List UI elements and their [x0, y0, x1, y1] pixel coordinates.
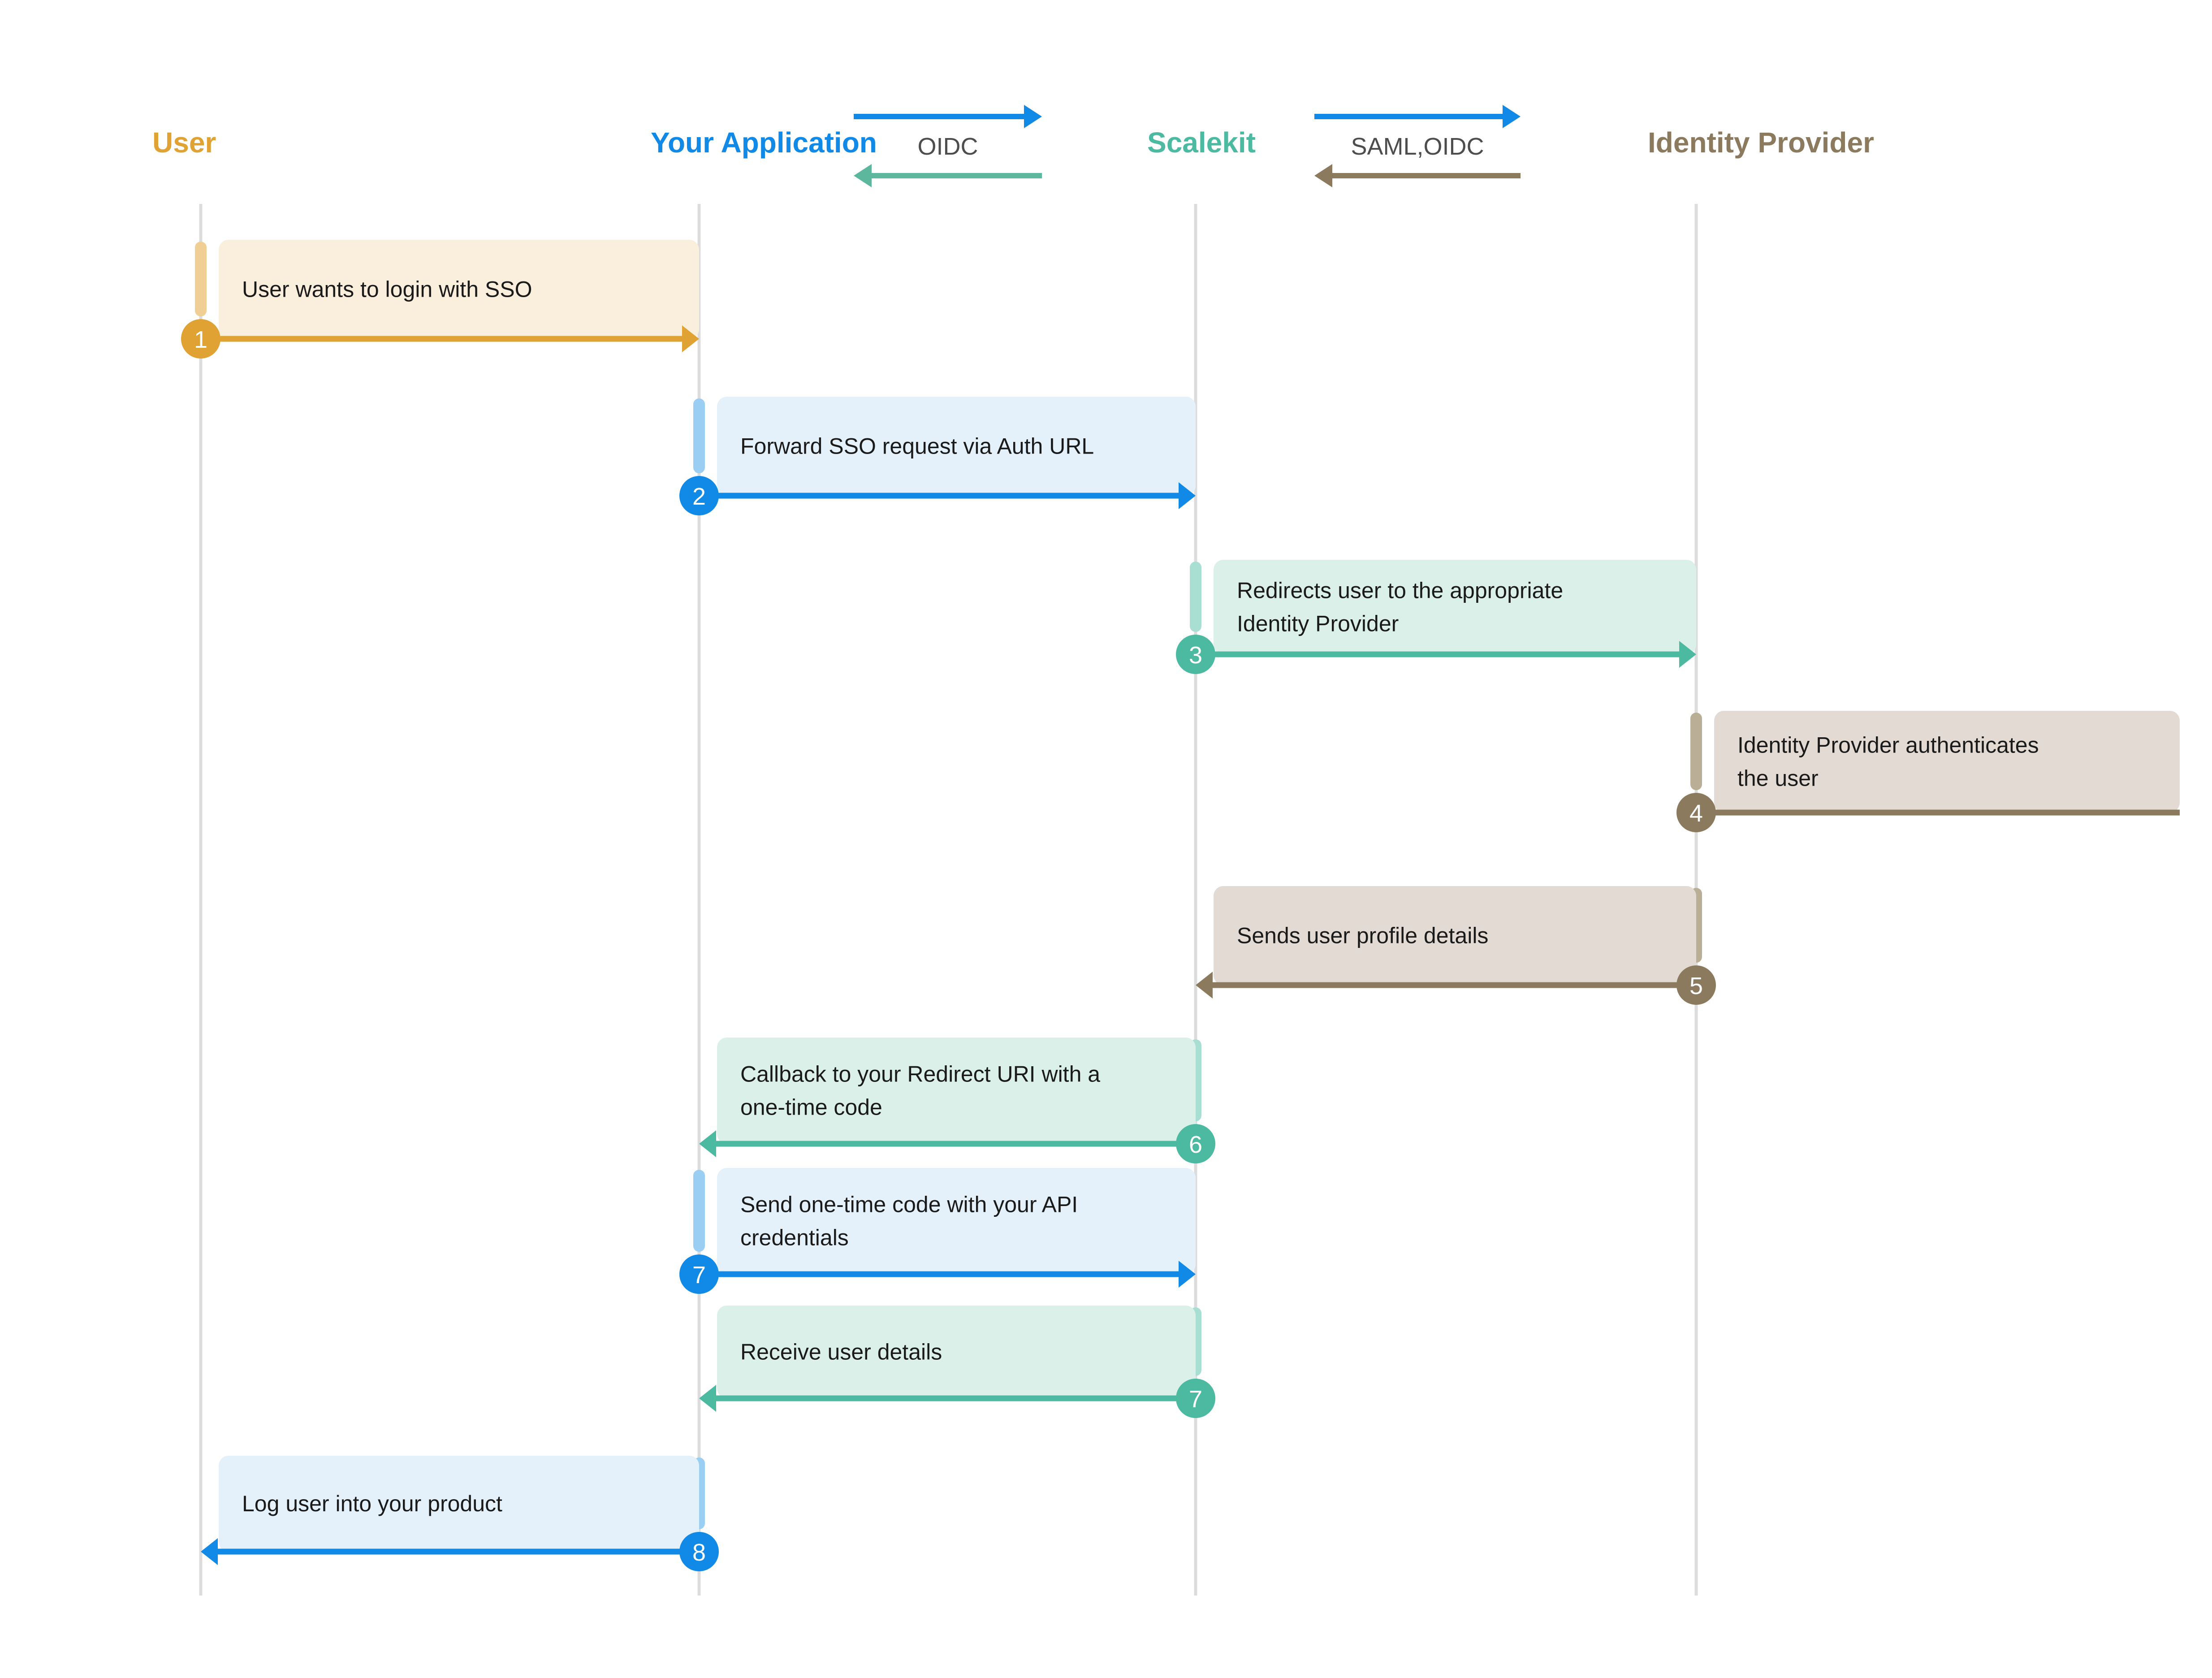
legend-oidc: OIDC: [854, 105, 1042, 187]
actor-label-user: User: [152, 126, 216, 159]
legend-saml-oidc-top-arrow-icon: [1314, 105, 1521, 128]
message-arrow-step-5: [1196, 972, 1696, 999]
message-box-step-6: [717, 1038, 1196, 1144]
step-marker-number-9: 8: [692, 1539, 706, 1566]
step-marker-1[interactable]: 1: [181, 319, 220, 359]
message-text-step-5-line-1: Sends user profile details: [1237, 923, 1488, 948]
message-text-step-6-line-2: one-time code: [740, 1095, 882, 1120]
step-marker-circle-6[interactable]: [1176, 1124, 1215, 1163]
step-marker-number-6: 6: [1189, 1131, 1202, 1158]
message-text-step-4-line-2: the user: [1737, 766, 1819, 791]
legend-oidc-label: OIDC: [918, 133, 978, 160]
message-boxes-layer: User wants to login with SSO Forward SSO …: [195, 240, 2180, 1552]
step-marker-4[interactable]: 4: [1676, 793, 1716, 832]
activation-bar-step-3: [1190, 562, 1201, 632]
message-box-step-2: [717, 397, 1196, 496]
step-marker-number-8: 7: [1189, 1386, 1202, 1413]
activation-bar-step-1: [195, 242, 207, 316]
message-arrow-step-1: [201, 325, 699, 352]
message-box-step-7: [717, 1168, 1196, 1274]
step-marker-number-2: 2: [692, 483, 706, 510]
actor-headers-layer: User Your Application Scalekit Identity Pro…: [152, 126, 1874, 159]
step-marker-circle-2[interactable]: [679, 476, 719, 515]
message-text-step-3-line-2: Identity Provider: [1237, 611, 1399, 636]
actor-label-idp: Identity Provider: [1648, 126, 1874, 159]
message-box-step-5: [1214, 886, 1696, 985]
step-marker-circle-3[interactable]: [1176, 635, 1215, 674]
step-marker-3[interactable]: 3: [1176, 635, 1215, 674]
message-arrow-step-2: [699, 482, 1196, 509]
step-marker-circle-8[interactable]: [1176, 1379, 1215, 1418]
message-text-step-2-line-1: Forward SSO request via Auth URL: [740, 434, 1094, 459]
step-marker-circle-1[interactable]: [181, 319, 220, 359]
message-box-step-1: [219, 240, 699, 339]
message-text-step-7-line-1: Send one-time code with your API: [740, 1192, 1078, 1217]
step-marker-9[interactable]: 8: [679, 1532, 719, 1571]
message-arrow-step-7: [699, 1261, 1196, 1288]
message-arrow-step-6: [699, 1130, 1196, 1157]
step-marker-2[interactable]: 2: [679, 476, 719, 515]
step-marker-circle-9[interactable]: [679, 1532, 719, 1571]
message-arrow-step-9: [201, 1538, 699, 1565]
step-marker-7[interactable]: 7: [679, 1254, 719, 1294]
legend-layer: OIDC SAML,OIDC: [854, 105, 1521, 187]
message-text-step-3-line-1: Redirects user to the appropriate: [1237, 578, 1563, 603]
legend-saml-oidc: SAML,OIDC: [1314, 105, 1521, 187]
legend-saml-oidc-label: SAML,OIDC: [1351, 133, 1484, 160]
step-marker-number-3: 3: [1189, 642, 1202, 669]
message-arrows-layer: [201, 325, 2180, 1565]
step-marker-number-1: 1: [194, 326, 207, 353]
step-marker-circle-5[interactable]: [1676, 965, 1716, 1005]
message-box-step-8: [717, 1306, 1196, 1398]
message-box-step-4: [1714, 711, 2180, 813]
activation-bar-step-7: [693, 1170, 705, 1252]
message-arrow-step-3: [1196, 641, 1696, 668]
step-marker-6[interactable]: 6: [1176, 1124, 1215, 1163]
step-marker-8[interactable]: 7: [1176, 1379, 1215, 1418]
step-marker-number-7: 7: [692, 1262, 706, 1289]
legend-oidc-bottom-arrow-icon: [854, 164, 1042, 187]
step-marker-5[interactable]: 5: [1676, 965, 1716, 1005]
message-text-step-8-line-1: Receive user details: [740, 1340, 942, 1365]
legend-saml-oidc-bottom-arrow-icon: [1314, 164, 1521, 187]
step-markers-layer: 1 2 3 4 5 6 7 7 8: [181, 319, 1716, 1571]
message-box-step-9: [219, 1456, 699, 1552]
legend-oidc-top-arrow-icon: [854, 105, 1042, 128]
activation-bar-step-2: [693, 398, 705, 473]
step-marker-number-5: 5: [1689, 973, 1703, 999]
message-text-step-6-line-1: Callback to your Redirect URI with a: [740, 1062, 1100, 1087]
actor-label-app: Your Application: [651, 126, 877, 159]
step-marker-number-4: 4: [1689, 800, 1703, 827]
step-marker-circle-7[interactable]: [679, 1254, 719, 1294]
message-line-step-4: [1696, 809, 2180, 816]
message-text-step-1-line-1: User wants to login with SSO: [242, 277, 532, 302]
message-box-step-3: [1214, 560, 1696, 654]
step-marker-circle-4[interactable]: [1676, 793, 1716, 832]
message-text-step-4-line-1: Identity Provider authenticates: [1737, 733, 2039, 758]
activation-bar-step-4: [1690, 713, 1702, 790]
message-arrow-step-8: [699, 1385, 1196, 1412]
message-text-step-9-line-1: Log user into your product: [242, 1491, 502, 1516]
message-text-step-7-line-2: credentials: [740, 1225, 849, 1250]
actor-label-scalekit: Scalekit: [1147, 126, 1256, 159]
